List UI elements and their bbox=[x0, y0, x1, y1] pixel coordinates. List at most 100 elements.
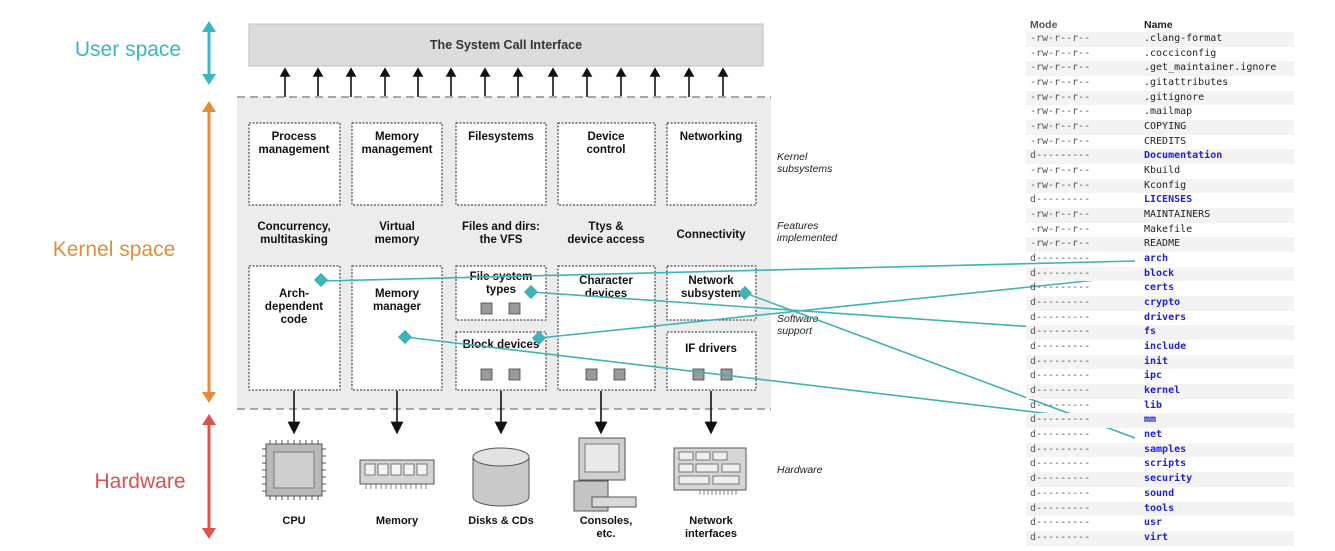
directory-name[interactable]: scripts bbox=[1144, 458, 1187, 470]
directory-name[interactable]: sound bbox=[1144, 487, 1175, 499]
listing-row[interactable]: d---------init bbox=[1026, 354, 1294, 370]
listing-row[interactable]: -rw-r--r--.gitignore bbox=[1026, 90, 1294, 106]
file-mode: -rw-r--r-- bbox=[1030, 238, 1091, 250]
listing-row[interactable]: d---------scripts bbox=[1026, 457, 1294, 472]
directory-name[interactable]: mm bbox=[1144, 414, 1157, 426]
directory-name[interactable]: samples bbox=[1144, 443, 1187, 455]
listing-header: Mode Name bbox=[1026, 18, 1294, 32]
file-mode: -rw-r--r-- bbox=[1030, 223, 1091, 235]
if-drivers-label: IF drivers bbox=[685, 343, 737, 355]
listing-row[interactable]: d---------usr bbox=[1026, 516, 1294, 531]
listing-row[interactable]: -rw-r--r-- .get_maintainer.ignore bbox=[1026, 61, 1294, 77]
file-name[interactable]: .gitignore bbox=[1144, 91, 1205, 103]
zone-label-user: User space bbox=[75, 38, 181, 61]
file-name[interactable]: Makefile bbox=[1144, 223, 1193, 235]
directory-name[interactable]: fs bbox=[1144, 326, 1157, 338]
listing-row[interactable]: d---------Documentation bbox=[1026, 149, 1294, 165]
listing-row[interactable]: -rw-r--r-- README bbox=[1026, 237, 1294, 253]
syscall-interface-bar bbox=[248, 23, 764, 67]
side-label-hardware: Hardware bbox=[777, 464, 823, 476]
file-mode: d--------- bbox=[1030, 531, 1091, 543]
directory-name[interactable]: crypto bbox=[1144, 297, 1181, 309]
listing-row[interactable]: -rw-r--r--CREDITS bbox=[1026, 135, 1294, 150]
directory-name[interactable]: kernel bbox=[1144, 385, 1181, 397]
hardware-cpu-label: CPU bbox=[282, 515, 305, 527]
directory-name[interactable]: usr bbox=[1144, 517, 1163, 529]
file-mode: d--------- bbox=[1030, 297, 1091, 309]
directory-name[interactable]: drivers bbox=[1144, 311, 1187, 323]
listing-row[interactable]: d--------- crypto bbox=[1026, 296, 1294, 311]
directory-name[interactable]: block bbox=[1144, 267, 1175, 279]
listing-row[interactable]: d--------- arch bbox=[1026, 252, 1294, 267]
mode-column-header: Mode bbox=[1030, 19, 1058, 31]
file-mode: -rw-r--r-- bbox=[1030, 106, 1091, 118]
directory-name[interactable]: lib bbox=[1144, 399, 1163, 411]
file-mode: d--------- bbox=[1030, 385, 1091, 397]
directory-name[interactable]: tools bbox=[1144, 502, 1175, 514]
file-name[interactable]: .cocciconfig bbox=[1144, 47, 1217, 59]
file-name[interactable]: .get_maintainer.ignore bbox=[1144, 62, 1277, 74]
listing-row[interactable]: -rw-r--r-- .gitattributes bbox=[1026, 76, 1294, 91]
file-mode: d--------- bbox=[1030, 502, 1091, 514]
file-mode: d--------- bbox=[1030, 414, 1091, 426]
file-mode: d--------- bbox=[1030, 267, 1091, 279]
listing-row[interactable]: d--------- kernel bbox=[1026, 384, 1294, 399]
file-name[interactable]: .clang-format bbox=[1144, 33, 1223, 44]
file-name[interactable]: .gitattributes bbox=[1144, 77, 1229, 89]
listing-row[interactable]: d---------sound bbox=[1026, 487, 1294, 502]
file-name[interactable]: Kbuild bbox=[1144, 165, 1181, 177]
hardware-range-arrow bbox=[202, 414, 216, 539]
disk-cylinder-icon bbox=[472, 447, 530, 507]
directory-name[interactable]: ipc bbox=[1144, 370, 1163, 382]
directory-name[interactable]: net bbox=[1144, 429, 1163, 441]
file-name[interactable]: MAINTAINERS bbox=[1144, 209, 1211, 221]
directory-name[interactable]: security bbox=[1144, 473, 1193, 485]
listing-row[interactable]: d--------- lib bbox=[1026, 399, 1294, 414]
listing-row[interactable]: -rw-r--r--COPYING bbox=[1026, 120, 1294, 135]
listing-row[interactable]: -rw-r--r--.clang-format bbox=[1026, 32, 1294, 47]
listing-row[interactable]: d---------include bbox=[1026, 340, 1294, 355]
listing-row[interactable]: d--------- virt bbox=[1026, 530, 1294, 546]
listing-row[interactable]: -rw-r--r-- Kconfig bbox=[1026, 178, 1294, 194]
listing-row[interactable]: -rw-r--r--MAINTAINERS bbox=[1026, 208, 1294, 223]
file-mode: d--------- bbox=[1030, 253, 1091, 265]
directory-name[interactable]: virt bbox=[1144, 531, 1169, 543]
subsystem-filesystems-label: Filesystems bbox=[468, 131, 534, 143]
file-name[interactable]: README bbox=[1144, 238, 1181, 250]
directory-name[interactable]: include bbox=[1144, 341, 1187, 353]
listing-row[interactable]: d---------fs bbox=[1026, 325, 1294, 341]
directory-name[interactable]: LICENSES bbox=[1144, 194, 1193, 206]
listing-row[interactable]: d---------ipc bbox=[1026, 369, 1294, 384]
listing-row[interactable]: d--------- block bbox=[1026, 266, 1294, 282]
file-name[interactable]: CREDITS bbox=[1144, 135, 1187, 147]
memory-module-icon bbox=[359, 459, 435, 489]
feature-vfs: Files and dirs:the VFS bbox=[462, 221, 540, 246]
listing-row[interactable]: d---------samples bbox=[1026, 442, 1294, 458]
file-name[interactable]: Kconfig bbox=[1144, 179, 1187, 191]
directory-name[interactable]: certs bbox=[1144, 282, 1175, 294]
listing-row[interactable]: d---------security bbox=[1026, 472, 1294, 487]
file-mode: -rw-r--r-- bbox=[1030, 179, 1091, 191]
link-endpoint-markers bbox=[313, 272, 753, 346]
listing-row[interactable]: d--------- mm bbox=[1026, 413, 1294, 429]
file-mode: -rw-r--r-- bbox=[1030, 62, 1091, 74]
feature-concurrency: Concurrency,multitasking bbox=[257, 221, 330, 246]
directory-name[interactable]: arch bbox=[1144, 253, 1169, 265]
listing-row[interactable]: -rw-r--r--Kbuild bbox=[1026, 164, 1294, 179]
listing-row[interactable]: d--------- tools bbox=[1026, 501, 1294, 517]
listing-row[interactable]: d---------drivers bbox=[1026, 311, 1294, 326]
file-mode: d--------- bbox=[1030, 194, 1091, 206]
file-mode: d--------- bbox=[1030, 399, 1091, 411]
listing-row[interactable]: d---------certs bbox=[1026, 281, 1294, 296]
listing-row[interactable]: -rw-r--r--.cocciconfig bbox=[1026, 47, 1294, 62]
file-name[interactable]: .mailmap bbox=[1144, 106, 1193, 118]
file-mode: -rw-r--r-- bbox=[1030, 77, 1091, 89]
directory-name[interactable]: Documentation bbox=[1144, 150, 1223, 162]
file-name[interactable]: COPYING bbox=[1144, 121, 1187, 133]
directory-name[interactable]: init bbox=[1144, 355, 1169, 367]
listing-row[interactable]: d---------net bbox=[1026, 428, 1294, 443]
listing-row[interactable]: -rw-r--r-- .mailmap bbox=[1026, 105, 1294, 120]
listing-row[interactable]: d--------- LICENSES bbox=[1026, 193, 1294, 208]
listing-row[interactable]: -rw-r--r-- Makefile bbox=[1026, 223, 1294, 238]
